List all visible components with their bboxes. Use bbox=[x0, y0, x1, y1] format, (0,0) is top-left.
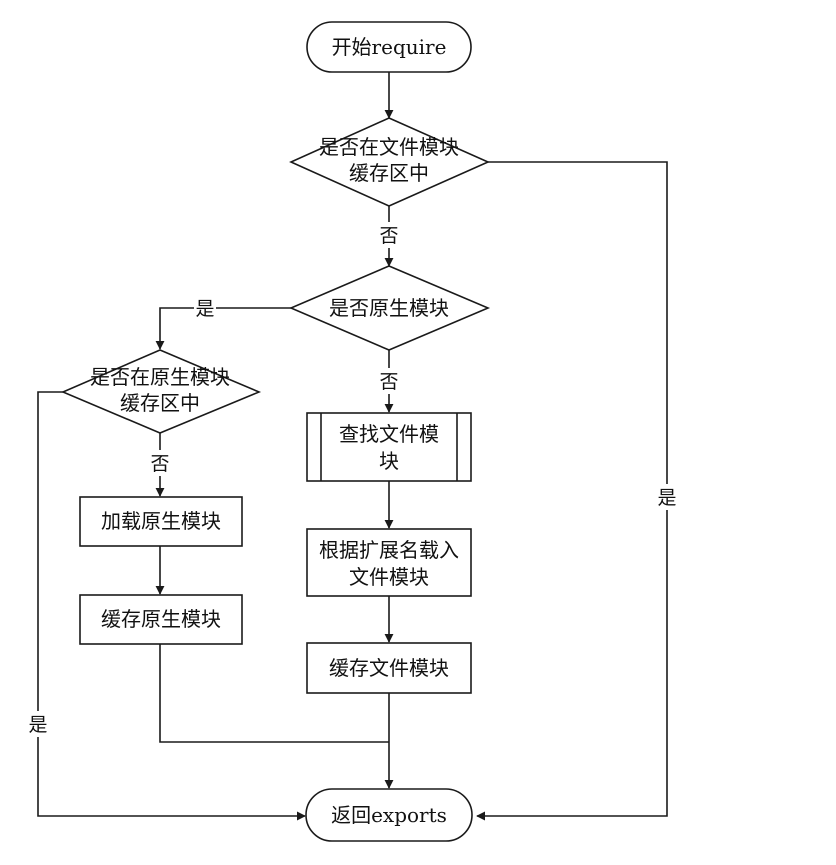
edge-label-native-cache-no: 否 bbox=[150, 453, 169, 475]
edge-native-yes-to-native-cache bbox=[155, 307, 291, 350]
load-native-label: 加载原生模块 bbox=[101, 509, 221, 533]
edge-label-native-no: 否 bbox=[379, 371, 398, 393]
load-native-box bbox=[79, 496, 243, 547]
edge-label-native-cache-yes: 是 bbox=[28, 714, 47, 736]
decision-file-cache-diamond bbox=[289, 117, 490, 207]
decision-native-cache-label-line2: 缓存区中 bbox=[120, 391, 200, 415]
cache-file-box bbox=[306, 642, 472, 694]
node-end: 返回exports bbox=[305, 788, 473, 842]
decision-native-cache-diamond bbox=[60, 349, 262, 434]
node-start: 开始require bbox=[306, 21, 472, 73]
edge-label-file-cache-yes: 是 bbox=[657, 487, 676, 509]
node-cache-file: 缓存文件模块 bbox=[306, 642, 472, 694]
start-terminator bbox=[306, 21, 472, 73]
decision-native-diamond bbox=[288, 265, 491, 351]
edge-cache-native-to-merge bbox=[159, 644, 389, 743]
decision-file-cache-label-line2: 缓存区中 bbox=[349, 161, 429, 185]
cache-native-box bbox=[79, 594, 243, 645]
cache-file-label: 缓存文件模块 bbox=[329, 656, 449, 680]
load-by-ext-box bbox=[306, 528, 472, 597]
edge-file-cache-yes-to-end bbox=[476, 161, 668, 821]
node-decision-native-cache: 是否在原生模块 缓存区中 bbox=[60, 349, 262, 434]
end-label: 返回exports bbox=[331, 803, 447, 827]
edge-native-cache-yes-to-end bbox=[37, 391, 306, 821]
node-find-file: 查找文件模 块 bbox=[306, 412, 472, 482]
edge-label-file-cache-no: 否 bbox=[379, 225, 398, 247]
node-load-native: 加载原生模块 bbox=[79, 496, 243, 547]
edge-labels: 否 是 是 否 否 是 bbox=[27, 222, 678, 737]
node-decision-native: 是否原生模块 bbox=[288, 265, 491, 351]
find-file-label-line1: 查找文件模 bbox=[339, 422, 439, 446]
edge-label-native-yes: 是 bbox=[195, 298, 214, 320]
decision-native-label: 是否原生模块 bbox=[329, 296, 449, 320]
find-file-predefined-process-box bbox=[306, 412, 472, 482]
load-by-ext-label-line1: 根据扩展名载入 bbox=[319, 538, 459, 562]
find-file-label-line2: 块 bbox=[379, 449, 399, 473]
node-decision-file-cache: 是否在文件模块 缓存区中 bbox=[289, 117, 490, 207]
start-label: 开始require bbox=[332, 35, 447, 59]
end-terminator bbox=[305, 788, 473, 842]
node-load-by-ext: 根据扩展名载入 文件模块 bbox=[306, 528, 472, 597]
node-cache-native: 缓存原生模块 bbox=[79, 594, 243, 645]
decision-file-cache-label-line1: 是否在文件模块 bbox=[319, 135, 459, 159]
load-by-ext-label-line2: 文件模块 bbox=[349, 565, 429, 589]
decision-native-cache-label-line1: 是否在原生模块 bbox=[90, 365, 230, 389]
cache-native-label: 缓存原生模块 bbox=[101, 607, 221, 631]
